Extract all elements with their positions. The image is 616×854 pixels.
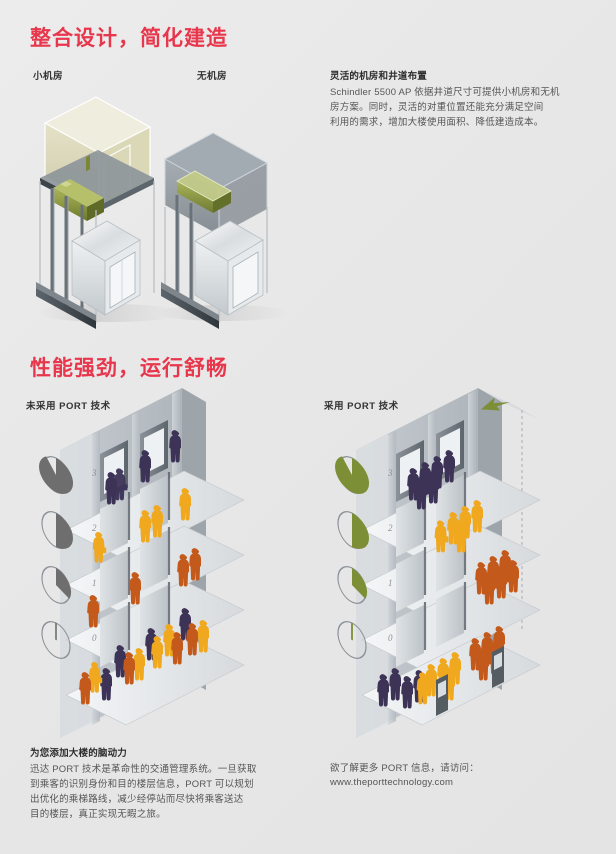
text-body-shaft-layout: Schindler 5500 AP 依据井道尺寸可提供小机房和无机 房方案。同时… bbox=[330, 87, 560, 128]
machine-unit-green-mrl bbox=[176, 170, 232, 213]
diagram-small-machine-room bbox=[36, 96, 182, 329]
text-block-port-link: 欲了解更多 PORT 信息，请访问： www.theporttechnology… bbox=[330, 762, 580, 790]
section-title-performance: 性能强劲，运行舒畅 bbox=[30, 357, 228, 380]
wait-gauges-left bbox=[39, 456, 74, 659]
text-body-port-description: 迅达 PORT 技术是革命性的交通管理系统。一旦获取 到乘客的识别身份和目的楼层… bbox=[30, 764, 257, 820]
elevator-car-mrl bbox=[194, 220, 264, 316]
machine-unit-green bbox=[53, 155, 104, 221]
text-heading-port-description: 为您添加大楼的脑动力 bbox=[30, 748, 128, 759]
port-terminal[interactable] bbox=[492, 646, 504, 688]
text-block-port-description: 为您添加大楼的脑动力 迅达 PORT 技术是革命性的交通管理系统。一旦获取 到乘… bbox=[30, 745, 280, 822]
floor-label: 2 bbox=[92, 523, 97, 533]
shaft-sill bbox=[36, 282, 96, 329]
floor-label: 0 bbox=[388, 633, 393, 643]
floor-label: 1 bbox=[92, 578, 97, 588]
floor-numbers-left: 3 2 1 0 bbox=[91, 468, 97, 643]
shaft-sill-mrl bbox=[161, 282, 219, 329]
diagram-machine-room-less bbox=[157, 132, 289, 329]
label-machine-room-less: 无机房 bbox=[197, 71, 228, 82]
floor-numbers-right: 3 2 1 0 bbox=[387, 468, 393, 643]
illustration-machine-rooms bbox=[0, 55, 320, 329]
port-terminal[interactable] bbox=[436, 674, 448, 716]
floor-label: 3 bbox=[387, 468, 393, 478]
floor-label: 1 bbox=[388, 578, 393, 588]
wait-gauges-right bbox=[335, 456, 370, 659]
elevator-car bbox=[71, 220, 141, 316]
building-without-port: 3 2 1 0 bbox=[39, 388, 245, 738]
port-website-url[interactable]: www.theporttechnology.com bbox=[330, 777, 454, 788]
building-with-port: 3 2 1 0 bbox=[335, 388, 541, 738]
text-block-shaft-layout: 灵活的机房和井道布置 Schindler 5500 AP 依据井道尺寸可提供小机… bbox=[330, 68, 582, 130]
floor-label: 3 bbox=[91, 468, 97, 478]
section-title-integrated-design: 整合设计，简化建造 bbox=[30, 27, 228, 50]
floor-label: 2 bbox=[388, 523, 393, 533]
label-small-machine-room: 小机房 bbox=[33, 71, 64, 82]
label-with-port: 采用 PORT 技术 bbox=[324, 401, 399, 412]
label-without-port: 未采用 PORT 技术 bbox=[26, 401, 111, 412]
illustration-port-comparison: 3 2 1 0 bbox=[0, 380, 616, 740]
floor-label: 0 bbox=[92, 633, 97, 643]
text-heading-shaft-layout: 灵活的机房和井道布置 bbox=[330, 71, 428, 82]
direction-arrow-icon bbox=[480, 397, 510, 411]
port-link-prompt: 欲了解更多 PORT 信息，请访问： bbox=[330, 763, 479, 774]
